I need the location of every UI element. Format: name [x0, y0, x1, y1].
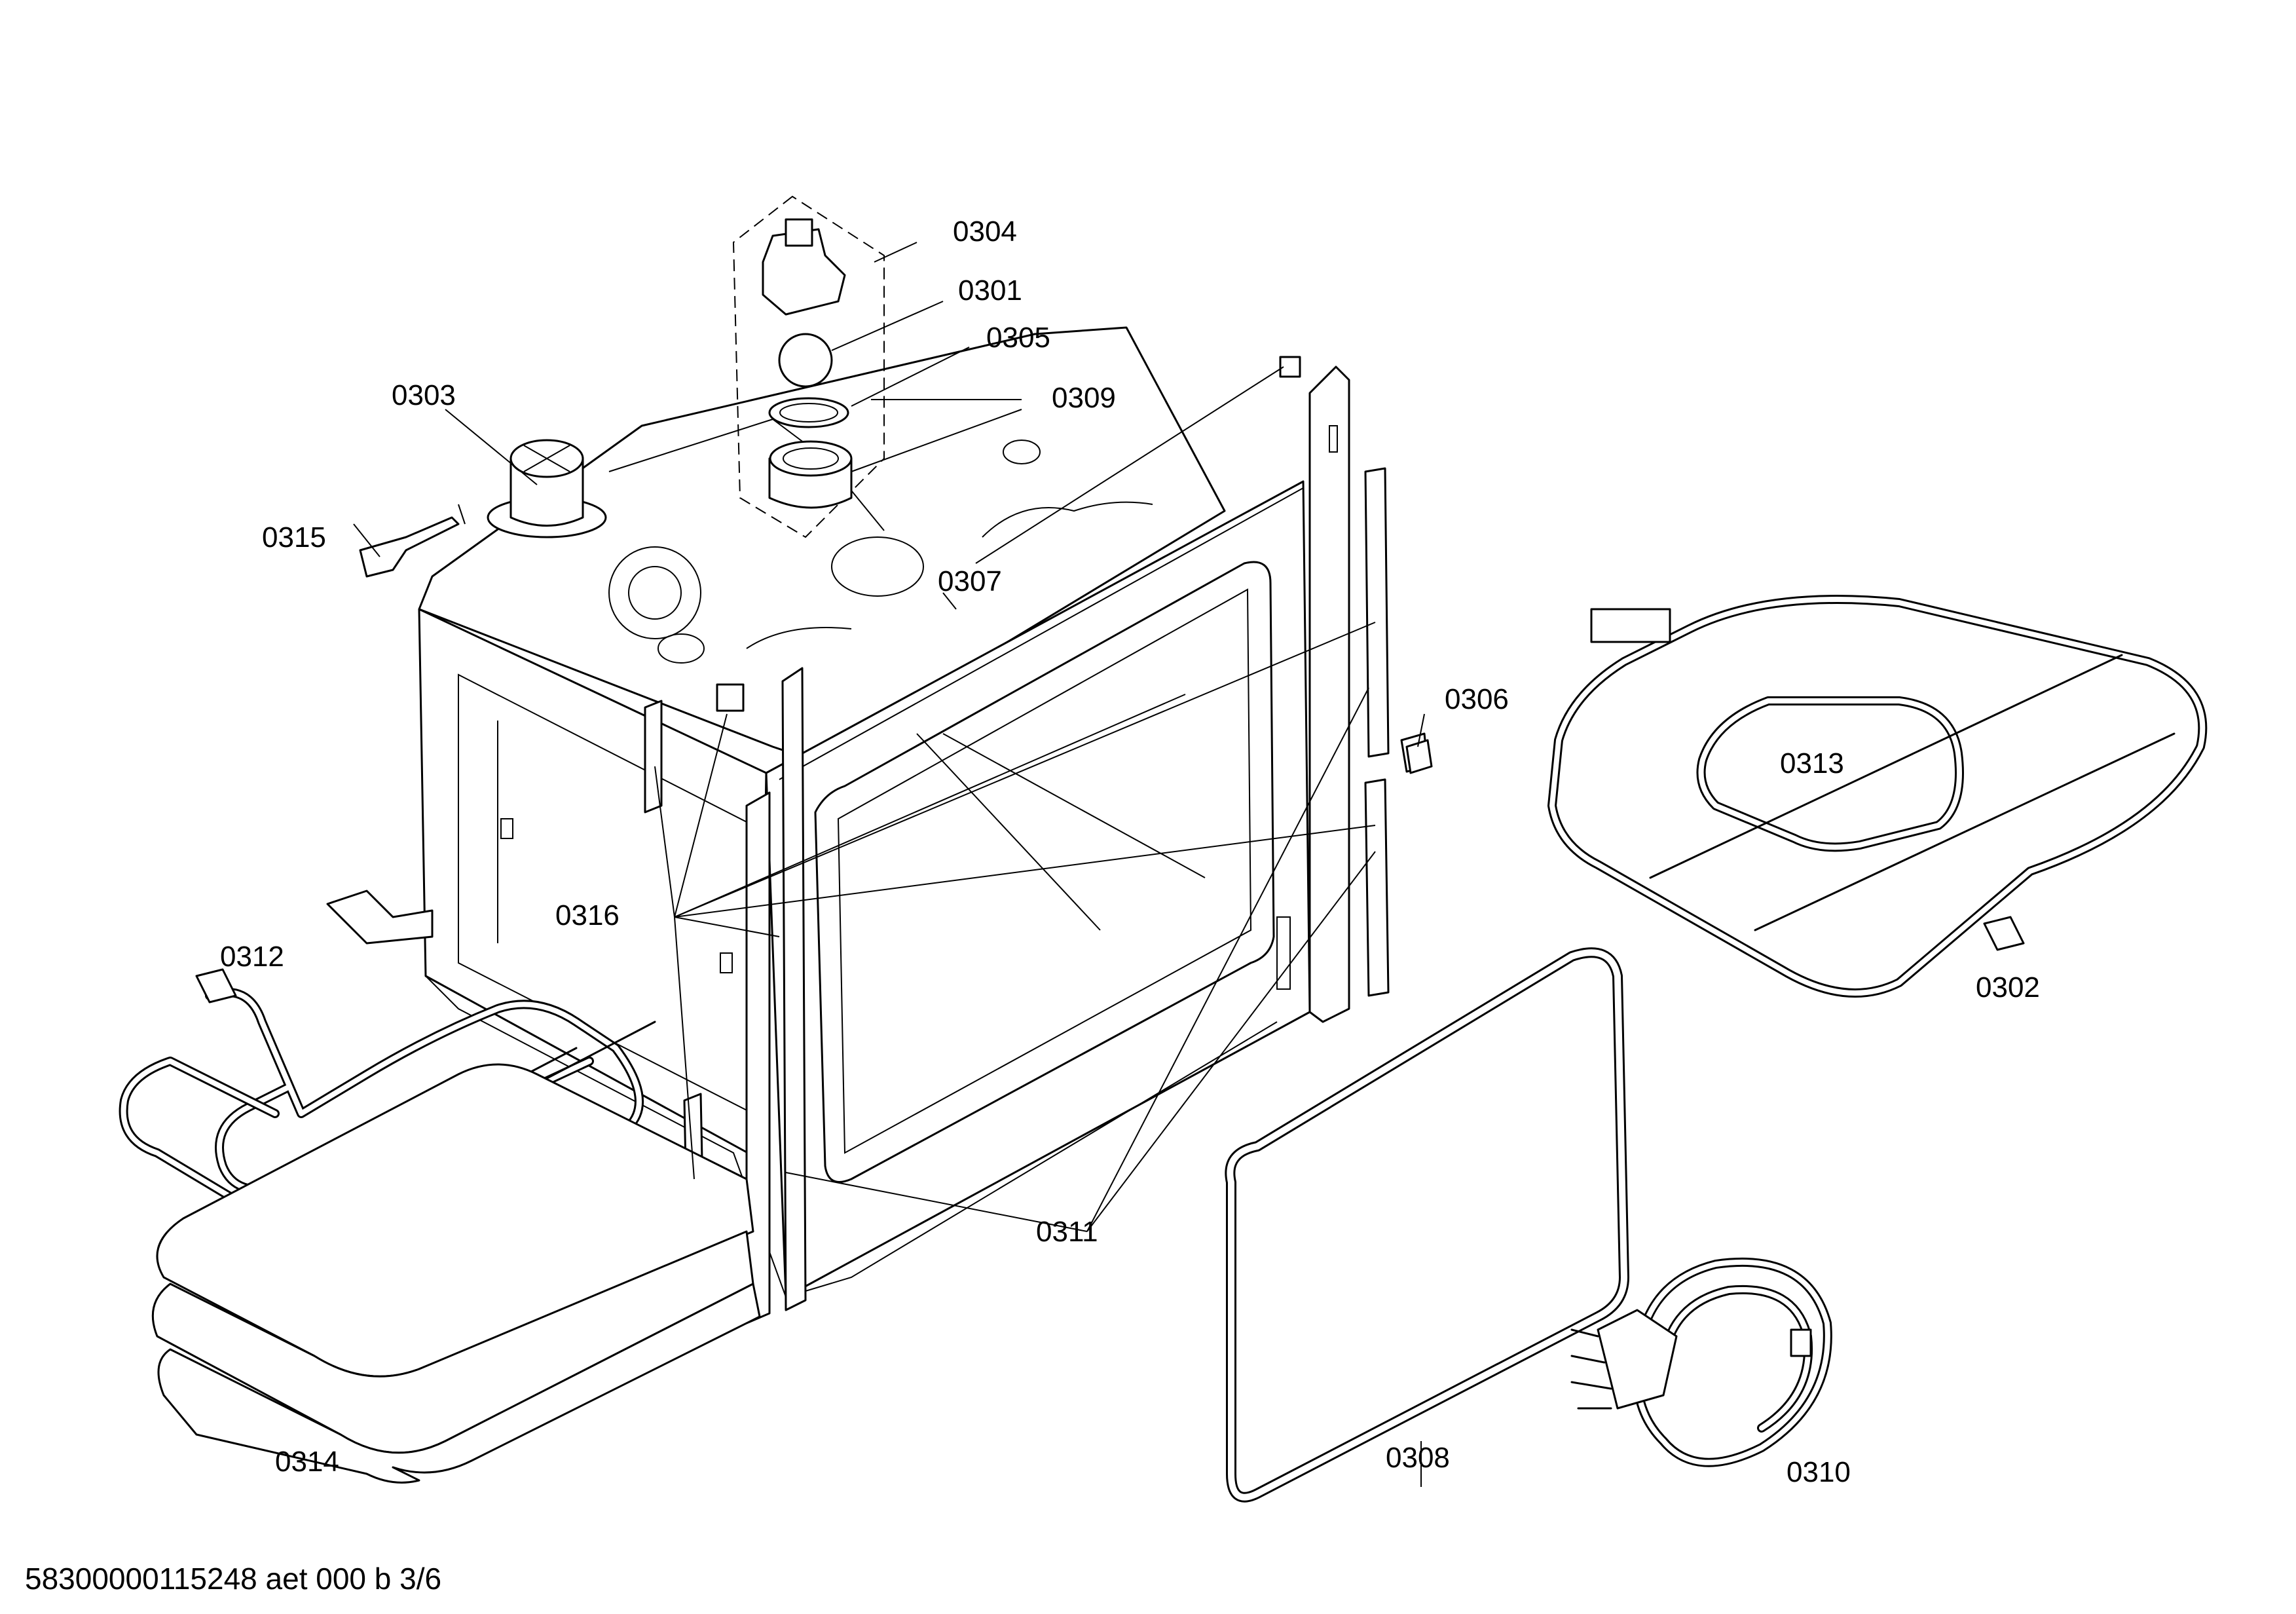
label-0311: 0311	[1036, 1216, 1098, 1248]
circular-heating-element	[1570, 1258, 1832, 1467]
label-0310: 0310	[1787, 1456, 1851, 1488]
oven-muffle	[418, 326, 1350, 1324]
label-0314: 0314	[275, 1446, 339, 1478]
label-0306: 0306	[1445, 683, 1509, 715]
label-0305: 0305	[986, 322, 1050, 354]
side-strips	[1364, 467, 1429, 997]
lamp-assembly	[732, 195, 885, 538]
label-0303: 0303	[392, 379, 456, 411]
leader-lines	[445, 242, 1425, 1487]
label-0301: 0301	[958, 274, 1022, 307]
lamp-cover	[487, 439, 607, 538]
label-0307: 0307	[938, 565, 1002, 597]
part-labels: 0304 0301 0305 0309 0303 0315 0307 0306 …	[220, 216, 2040, 1488]
label-0308: 0308	[1386, 1442, 1450, 1474]
label-0304: 0304	[953, 216, 1017, 248]
door-seal	[1225, 947, 1629, 1503]
label-0312: 0312	[220, 941, 284, 973]
label-0315: 0315	[262, 521, 326, 554]
label-0313: 0313	[1780, 747, 1844, 779]
label-0302: 0302	[1976, 971, 2040, 1004]
top-heating-element	[1547, 595, 2208, 998]
clip-0306	[1405, 739, 1433, 774]
label-0309: 0309	[1052, 382, 1116, 414]
document-id: 58300000115248 aet 000 b 3/6	[25, 1562, 441, 1596]
insulation-mat	[151, 1063, 761, 1484]
label-0316: 0316	[555, 899, 620, 931]
clip	[353, 504, 466, 578]
